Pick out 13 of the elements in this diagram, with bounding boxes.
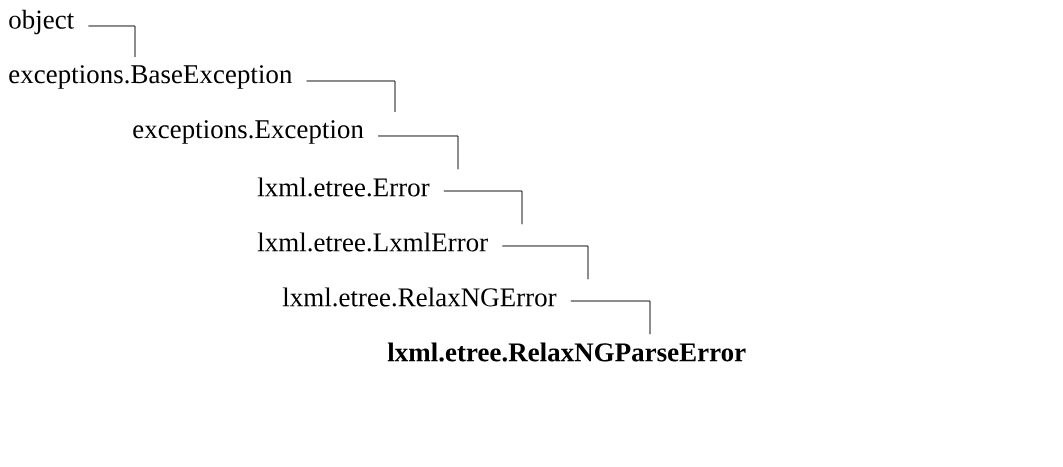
- class-name: exceptions.Exception: [133, 120, 364, 144]
- class-name: lxml.etree.LxmlError: [257, 232, 488, 252]
- inheritance-line: [87, 25, 136, 58]
- class-name: exceptions.BaseException: [9, 65, 292, 89]
- class-name: object: [9, 9, 75, 35]
- inheritance-line: [377, 135, 459, 170]
- inheritance-line: [306, 80, 396, 113]
- inheritance-line: [501, 245, 589, 280]
- class-name: lxml.etree.Error: [257, 177, 430, 197]
- inheritance-line: [443, 190, 523, 225]
- class-name: lxml.etree.RelaxNGParseError: [387, 342, 746, 362]
- class-name: lxml.etree.RelaxNGError: [282, 287, 557, 307]
- inheritance-line: [570, 300, 651, 335]
